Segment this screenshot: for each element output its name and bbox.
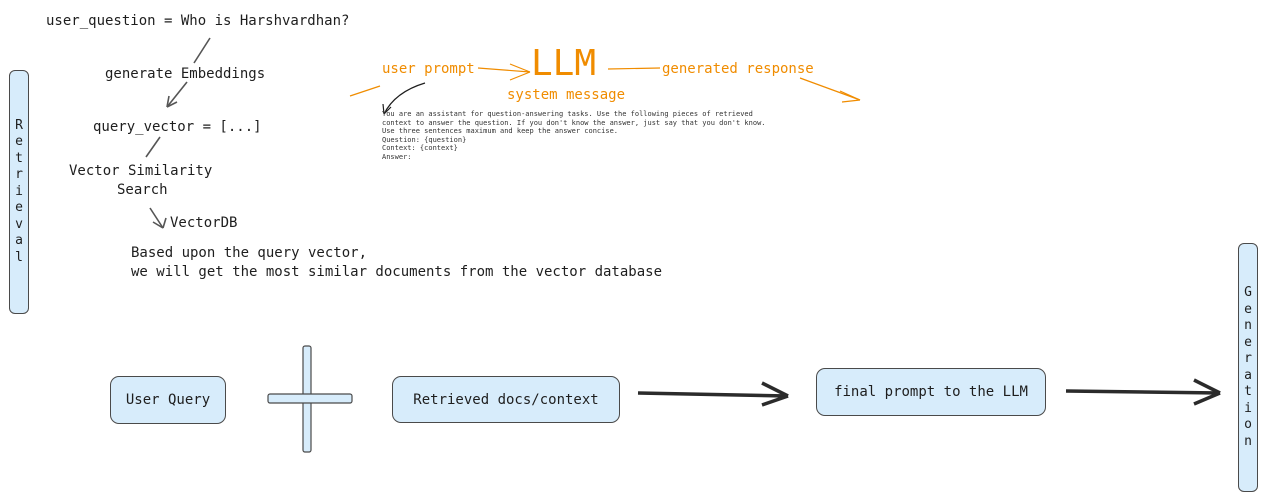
final-prompt-box: final prompt to the LLM	[816, 368, 1046, 416]
plus-horizontal-bar	[267, 393, 353, 404]
generation-letter: o	[1244, 417, 1252, 432]
retrieval-letter: t	[15, 150, 23, 166]
retrieval-letter: e	[15, 134, 23, 150]
generation-letter: G	[1244, 285, 1252, 300]
vector-similarity-label-line2: Search	[117, 182, 168, 198]
prompt-line: Question: {question}	[382, 135, 467, 144]
generation-side-label: G e n e r a t i o n	[1238, 243, 1258, 492]
prompt-template: You are an assistant for question-answer…	[382, 110, 766, 161]
llm-title: LLM	[531, 43, 597, 84]
arrow-response-out	[799, 77, 861, 101]
connector-llm-to-response	[607, 67, 661, 70]
user-query-label: User Query	[125, 392, 211, 408]
generation-letter: n	[1244, 433, 1252, 449]
arrow-embeddings-to-vector	[166, 81, 188, 108]
retrieved-docs-label: Retrieved docs/context	[413, 391, 599, 408]
arrow-prompt-to-generation	[1065, 389, 1221, 395]
prompt-line: Use three sentences maximum and keep the…	[382, 127, 619, 135]
query-vector-label: query_vector = [...]	[93, 119, 262, 135]
retrieval-letter: e	[15, 200, 23, 216]
generation-letter: t	[1244, 384, 1252, 399]
user-query-box: User Query	[110, 376, 226, 424]
generation-letter: r	[1244, 351, 1252, 366]
retrieval-letter: r	[15, 167, 23, 183]
retrieval-note-line2: we will get the most similar documents f…	[131, 264, 663, 280]
generation-letter: e	[1244, 301, 1252, 317]
vector-similarity-label: Vector Similarity	[69, 163, 213, 179]
retrieval-letter: a	[15, 233, 23, 249]
arrow-prompt-to-llm	[477, 67, 531, 73]
arrow-search-to-vectordb	[149, 207, 164, 229]
orange-input-line	[349, 85, 381, 97]
prompt-line: Context: {context}	[382, 144, 458, 152]
connector-vector-to-search	[145, 136, 161, 158]
prompt-line: You are an assistant for question-answer…	[382, 110, 753, 118]
system-message-label: system message	[507, 87, 626, 103]
user-prompt-label: user prompt	[382, 61, 475, 77]
generated-response-label: generated response	[662, 61, 814, 77]
arrow-docs-to-prompt	[637, 391, 789, 398]
retrieved-docs-box: Retrieved docs/context	[392, 376, 620, 423]
retrieval-letter: i	[15, 183, 23, 199]
generation-letter: e	[1244, 334, 1252, 350]
prompt-line: context to answer the question. If you d…	[382, 118, 766, 127]
generate-embeddings-label: generate Embeddings	[105, 66, 266, 82]
retrieval-letter: l	[15, 249, 23, 265]
connector-question-to-embeddings	[193, 37, 211, 64]
arrow-system-message	[383, 82, 426, 115]
retrieval-letter: v	[15, 216, 23, 232]
final-prompt-label: final prompt to the LLM	[834, 384, 1028, 400]
retrieval-note-line1: Based upon the query vector,	[131, 245, 368, 261]
generation-letter: a	[1244, 367, 1252, 383]
user-question: user_question = Who is Harshvardhan?	[46, 13, 350, 29]
prompt-line: Answer:	[382, 152, 412, 161]
generation-letter: i	[1244, 400, 1252, 416]
generation-letter: n	[1244, 318, 1252, 333]
vectordb-label: VectorDB	[170, 215, 238, 231]
retrieval-letter: R	[15, 117, 23, 133]
retrieval-side-label: R e t r i e v a l	[9, 70, 29, 314]
